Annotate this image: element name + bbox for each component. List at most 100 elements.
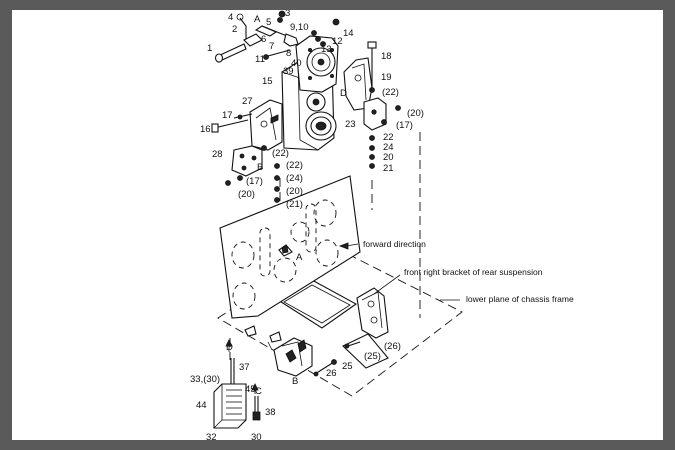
nut-17-lower xyxy=(237,175,243,181)
label-part-45: 45 xyxy=(245,384,256,395)
label-part-6: 6 xyxy=(261,34,266,45)
bolt-head xyxy=(329,74,334,79)
lower-bracket-edge xyxy=(281,341,303,367)
label-part-22-right: (22) xyxy=(382,87,399,98)
callout-labels: 1 2 3 4 5 6 7 8 9,10 11 12 13 14 15 16 1… xyxy=(190,10,424,440)
label-part-28: 28 xyxy=(212,149,223,160)
plate-hole xyxy=(232,282,256,310)
label-part-15: 15 xyxy=(262,76,273,87)
cooler-assembly xyxy=(213,358,261,429)
lower-bracket-bolt xyxy=(297,339,307,353)
label-part-3: 3 xyxy=(285,10,290,19)
right-bracket-19 xyxy=(343,57,387,131)
plate-clip xyxy=(244,325,257,337)
label-part-33-30: 33,(30) xyxy=(190,374,220,385)
label-part-37: 37 xyxy=(239,362,250,373)
lever-4-eye xyxy=(236,13,244,21)
label-ref-d-top: D xyxy=(340,88,347,99)
bolt-16 xyxy=(213,119,249,129)
lever-4 xyxy=(239,17,247,42)
plate-center-bracket xyxy=(278,244,293,257)
plate-hole xyxy=(315,239,339,267)
label-part-2: 2 xyxy=(232,24,237,35)
label-part-16: 16 xyxy=(200,124,211,135)
label-part-22: 22 xyxy=(383,132,394,143)
cooler-fins xyxy=(226,389,242,415)
label-part-18: 18 xyxy=(381,51,392,62)
bolt-17 xyxy=(233,113,253,119)
gear-inner xyxy=(311,52,331,72)
label-part-5: 5 xyxy=(266,17,271,28)
bolt-head xyxy=(329,48,334,53)
nut-25b xyxy=(344,343,350,349)
label-part-26: 26 xyxy=(326,368,337,379)
plate-slot xyxy=(259,227,271,277)
bolt-11 xyxy=(267,49,291,57)
frame-cutout-inner xyxy=(283,284,351,324)
fasteners xyxy=(211,10,401,203)
bracket-27-hole xyxy=(260,120,268,128)
yoke-7 xyxy=(283,33,299,47)
label-part-25: 25 xyxy=(342,361,353,372)
label-part-1: 1 xyxy=(207,43,212,54)
label-part-17: 17 xyxy=(222,110,233,121)
note-lower-plane: lower plane of chassis frame xyxy=(466,294,574,304)
exploded-diagram: 1 2 3 4 5 6 7 8 9,10 11 12 13 14 15 16 1… xyxy=(190,10,574,440)
bracket-23-bolt xyxy=(371,109,377,115)
label-part-25-b: (25) xyxy=(364,351,381,362)
label-part-21: 21 xyxy=(383,163,394,174)
nut-25 xyxy=(331,359,337,365)
label-ref-a-plate: A xyxy=(296,252,303,263)
bolt-17-nut xyxy=(237,114,243,120)
plate-outline xyxy=(219,175,361,319)
leader-b xyxy=(267,341,273,351)
label-part-39: 39 xyxy=(283,66,294,77)
annotation-notes: forward direction front right bracket of… xyxy=(363,239,574,304)
bolt-head xyxy=(307,48,312,53)
plate-hole xyxy=(273,257,297,283)
label-part-8: 8 xyxy=(286,48,291,59)
washer-24-left xyxy=(274,175,280,181)
label-part-23: 23 xyxy=(345,119,356,130)
gear-circle xyxy=(306,47,336,77)
label-part-20: 20 xyxy=(383,152,394,163)
cooler-body xyxy=(213,383,247,429)
label-ref-b-top: B xyxy=(257,162,263,173)
bolt-11-head xyxy=(263,54,269,60)
label-part-14: 14 xyxy=(343,28,354,39)
mid-gear-hub xyxy=(312,98,320,106)
nut-13 xyxy=(320,41,326,47)
label-part-19: 19 xyxy=(381,72,392,83)
bracket-28-bolt xyxy=(251,155,257,161)
bracket-19-hole xyxy=(354,74,362,82)
nut-20-lower xyxy=(225,180,231,186)
lower-bracket-bolt xyxy=(285,349,297,363)
bracket-19-body xyxy=(343,57,373,111)
bracket-hole xyxy=(367,300,375,308)
bolt-head xyxy=(307,76,312,81)
label-part-40: 40 xyxy=(291,58,302,69)
forward-arrow-head xyxy=(338,242,349,250)
label-part-17-right: (17) xyxy=(396,120,413,131)
arrow-c-head xyxy=(251,383,259,391)
nut-9-10 xyxy=(311,30,317,36)
bolt-26 xyxy=(314,361,335,375)
leader-lines xyxy=(225,242,460,394)
nut-21-left xyxy=(274,197,280,203)
bracket-27-body xyxy=(249,99,283,151)
label-part-20-lower: (20) xyxy=(238,189,255,200)
plate-hole xyxy=(231,241,255,269)
bolt-26b xyxy=(347,341,361,347)
plate-center-bracket-fill xyxy=(281,245,289,254)
label-part-22-mid: (22) xyxy=(272,148,289,159)
nut-21 xyxy=(369,163,375,169)
bracket-28-bolt xyxy=(239,153,245,159)
label-part-32: 32 xyxy=(206,432,217,440)
gearbox-edge xyxy=(281,71,301,79)
label-part-4: 4 xyxy=(228,12,233,23)
note-front-right-bracket: front right bracket of rear suspension xyxy=(404,267,543,277)
nut-20-right xyxy=(395,105,401,111)
gearbox-assembly xyxy=(281,35,339,151)
label-part-7: 7 xyxy=(269,41,274,52)
washer-22-mid xyxy=(261,145,267,151)
